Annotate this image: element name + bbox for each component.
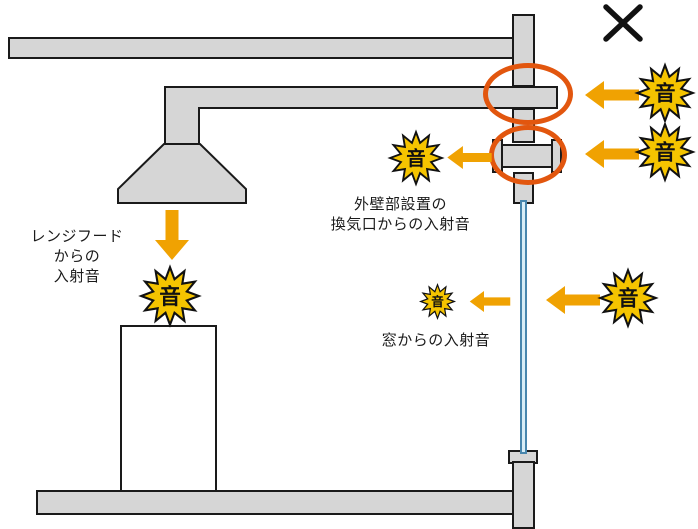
hood-incident-arrow-down-icon: [155, 210, 189, 260]
highlight-ellipse-vent: [489, 125, 567, 185]
sound-burst-label: 音: [431, 294, 444, 309]
burst-star-icon: 音: [597, 267, 659, 329]
highlight-ellipse-duct: [483, 63, 573, 125]
window-glass: [520, 200, 527, 454]
vent-label-line-1: 外壁部設置の: [353, 196, 447, 213]
window-label: 窓からの入射音: [381, 332, 491, 349]
window-outside-incident-arrow-left-icon: [546, 286, 600, 314]
range-hood: [116, 143, 248, 205]
range-hood-label-line-1: レンジフード: [30, 228, 124, 245]
burst-star-icon: 音: [138, 264, 202, 328]
burst-star-icon: 音: [634, 121, 696, 183]
sound-burst-label: 音: [655, 141, 676, 165]
burst-star-icon: 音: [634, 62, 696, 124]
sound-burst-label: 音: [618, 287, 639, 311]
kitchen-counter: [120, 325, 217, 492]
exterior-wall-lower: [512, 461, 535, 529]
window-inside-incident-arrow-left-icon: [469, 291, 511, 312]
range-hood-label-line-3: 入射音: [53, 268, 101, 285]
range-hood-label-line-2: からの: [53, 248, 101, 265]
vent-label: 外壁部設置の 換気口からの入射音: [308, 195, 493, 235]
sound-burst-label: 音: [159, 284, 181, 309]
sound-burst-window-outside: 音: [597, 267, 659, 329]
vent-inside-incident-arrow-left-icon: [447, 146, 492, 169]
sound-burst-label: 音: [655, 82, 676, 106]
sound-burst-window-inside: 音: [418, 282, 457, 321]
vent-outside-incident-arrow-left-icon: [585, 140, 639, 168]
range-hood-label: レンジフード からの 入射音: [18, 227, 136, 287]
burst-star-icon: 音: [387, 129, 445, 187]
cross-mark-icon: [603, 4, 643, 42]
sound-burst-vent-inside: 音: [387, 129, 445, 187]
duct-incident-arrow-left-icon: [585, 81, 639, 109]
burst-star-icon: 音: [418, 282, 457, 321]
ceiling-slab: [8, 37, 514, 59]
sound-burst-label: 音: [406, 147, 425, 170]
sound-burst-duct-outside: 音: [634, 62, 696, 124]
vent-label-line-2: 換気口からの入射音: [330, 216, 471, 233]
sound-burst-vent-outside: 音: [634, 121, 696, 183]
duct-vertical: [164, 107, 200, 145]
sound-burst-hood: 音: [138, 264, 202, 328]
floor-slab: [36, 490, 514, 515]
